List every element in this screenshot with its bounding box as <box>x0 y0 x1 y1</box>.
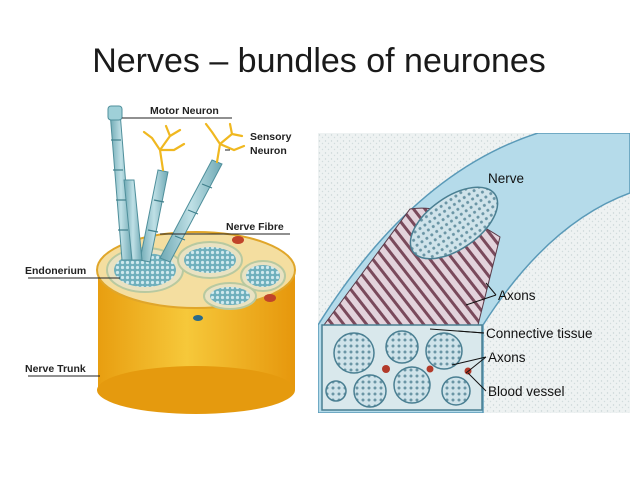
label-motor-neuron: Motor Neuron <box>150 105 219 117</box>
nerve-axons-illustration: Nerve Axons Connective tissue Axons Bloo… <box>318 133 630 413</box>
nerve-trunk-illustration: Motor Neuron Sensory Neuron Nerve Fibre … <box>25 105 296 414</box>
front-cross-section <box>321 324 483 411</box>
label-sensory-neuron-line2: Neuron <box>250 145 287 157</box>
label-sensory-neuron-line1: Sensory <box>250 131 292 143</box>
label-nerve-trunk: Nerve Trunk <box>25 363 86 375</box>
left-leader-lines <box>28 117 290 377</box>
fibre-nodes <box>111 139 213 241</box>
bundle-top-section <box>409 186 499 260</box>
label-endonerium: Endonerium <box>25 265 86 277</box>
fascicles <box>106 236 286 321</box>
right-leader-lines <box>429 282 497 392</box>
label-axons-top: Axons <box>498 288 536 303</box>
label-axons-bottom: Axons <box>488 350 526 365</box>
slide-title: Nerves – bundles of neurones <box>92 42 546 80</box>
label-nerve: Nerve <box>488 171 524 186</box>
label-nerve-fibre: Nerve Fibre <box>226 221 284 233</box>
sensory-dendrites <box>142 122 246 172</box>
label-connective-tissue: Connective tissue <box>486 326 593 341</box>
label-blood-vessel: Blood vessel <box>488 384 565 399</box>
